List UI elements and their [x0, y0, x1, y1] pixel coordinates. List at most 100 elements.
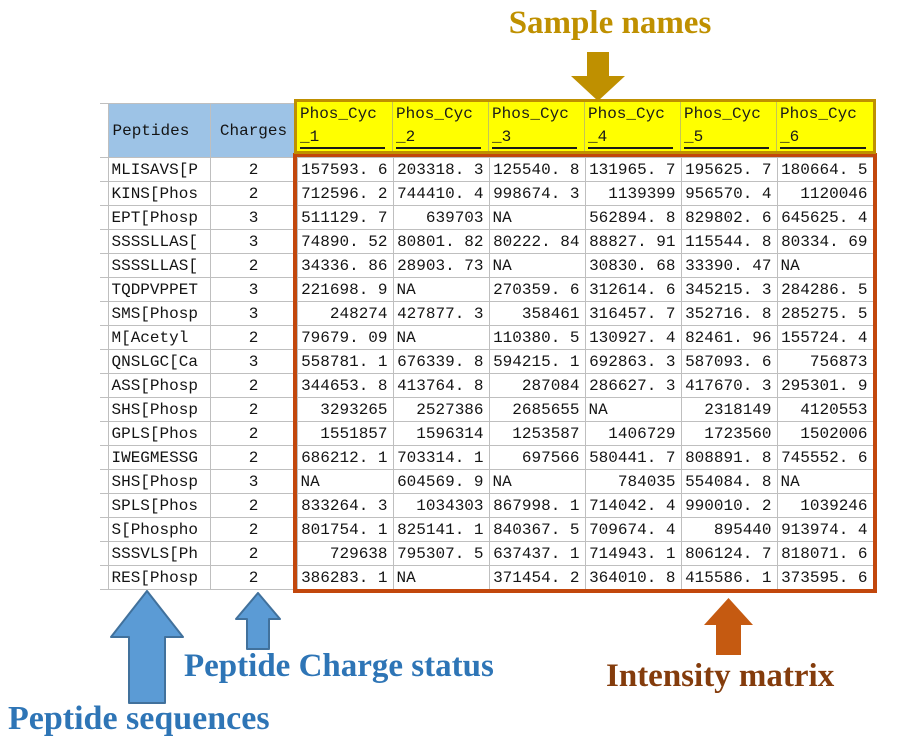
intensity-cell[interactable]: 1406729	[584, 421, 682, 446]
intensity-cell[interactable]: 756873	[776, 349, 874, 374]
intensity-cell[interactable]: 371454. 2	[488, 565, 586, 590]
charge-cell[interactable]: 3	[209, 349, 298, 374]
sample-header-cell[interactable]: Phos_Cyc_1	[297, 102, 393, 151]
intensity-cell[interactable]: 364010. 8	[584, 565, 682, 590]
intensity-cell[interactable]: 180664. 5	[776, 157, 874, 182]
charge-cell[interactable]: 2	[209, 325, 298, 350]
intensity-cell[interactable]: 692863. 3	[584, 349, 682, 374]
intensity-cell[interactable]: 413764. 8	[392, 373, 490, 398]
peptide-cell[interactable]: SSSSLLAS[	[107, 229, 211, 254]
intensity-cell[interactable]: 1139399	[584, 181, 682, 206]
intensity-cell[interactable]: 316457. 7	[584, 301, 682, 326]
intensity-cell[interactable]: 1723560	[680, 421, 778, 446]
intensity-cell[interactable]: 833264. 3	[296, 493, 394, 518]
charge-cell[interactable]: 2	[209, 565, 298, 590]
intensity-cell[interactable]: 808891. 8	[680, 445, 778, 470]
intensity-cell[interactable]: 840367. 5	[488, 517, 586, 542]
intensity-cell[interactable]: NA	[584, 397, 682, 422]
intensity-cell[interactable]: NA	[488, 469, 586, 494]
intensity-cell[interactable]: 511129. 7	[296, 205, 394, 230]
intensity-cell[interactable]: 714042. 4	[584, 493, 682, 518]
charge-cell[interactable]: 3	[209, 277, 298, 302]
intensity-cell[interactable]: 386283. 1	[296, 565, 394, 590]
intensity-cell[interactable]: 80222. 84	[488, 229, 586, 254]
peptide-cell[interactable]: RES[Phosp	[107, 565, 211, 590]
column-header-peptides[interactable]: Peptides	[107, 103, 211, 158]
intensity-cell[interactable]: 806124. 7	[680, 541, 778, 566]
sample-header-cell[interactable]: Phos_Cyc_6	[777, 102, 873, 151]
intensity-cell[interactable]: 2685655	[488, 397, 586, 422]
peptide-cell[interactable]: KINS[Phos	[107, 181, 211, 206]
intensity-cell[interactable]: 82461. 96	[680, 325, 778, 350]
intensity-cell[interactable]: 28903. 73	[392, 253, 490, 278]
charge-cell[interactable]: 2	[209, 445, 298, 470]
intensity-cell[interactable]: NA	[488, 205, 586, 230]
charge-cell[interactable]: 3	[209, 205, 298, 230]
intensity-cell[interactable]: 714943. 1	[584, 541, 682, 566]
intensity-cell[interactable]: NA	[392, 325, 490, 350]
intensity-cell[interactable]: 221698. 9	[296, 277, 394, 302]
intensity-cell[interactable]: 676339. 8	[392, 349, 490, 374]
intensity-cell[interactable]: 829802. 6	[680, 205, 778, 230]
intensity-cell[interactable]: 895440	[680, 517, 778, 542]
charge-cell[interactable]: 3	[209, 301, 298, 326]
intensity-cell[interactable]: NA	[488, 253, 586, 278]
peptide-cell[interactable]: SSSSLLAS[	[107, 253, 211, 278]
intensity-cell[interactable]: 2527386	[392, 397, 490, 422]
intensity-cell[interactable]: 33390. 47	[680, 253, 778, 278]
intensity-cell[interactable]: 131965. 7	[584, 157, 682, 182]
intensity-cell[interactable]: 745552. 6	[776, 445, 874, 470]
intensity-cell[interactable]: 594215. 1	[488, 349, 586, 374]
intensity-cell[interactable]: 295301. 9	[776, 373, 874, 398]
sample-header-cell[interactable]: Phos_Cyc_4	[585, 102, 681, 151]
intensity-cell[interactable]: NA	[776, 253, 874, 278]
charge-cell[interactable]: 2	[209, 181, 298, 206]
intensity-cell[interactable]: NA	[296, 469, 394, 494]
column-header-charges[interactable]: Charges	[209, 103, 298, 158]
peptide-cell[interactable]: SPLS[Phos	[107, 493, 211, 518]
intensity-cell[interactable]: 4120553	[776, 397, 874, 422]
intensity-cell[interactable]: 110380. 5	[488, 325, 586, 350]
intensity-cell[interactable]: 2318149	[680, 397, 778, 422]
intensity-cell[interactable]: 956570. 4	[680, 181, 778, 206]
peptide-cell[interactable]: S[Phospho	[107, 517, 211, 542]
sample-header-cell[interactable]: Phos_Cyc_2	[393, 102, 489, 151]
intensity-cell[interactable]: 795307. 5	[392, 541, 490, 566]
intensity-cell[interactable]: 80801. 82	[392, 229, 490, 254]
charge-cell[interactable]: 2	[209, 421, 298, 446]
intensity-cell[interactable]: 1039246	[776, 493, 874, 518]
intensity-cell[interactable]: 80334. 69	[776, 229, 874, 254]
intensity-cell[interactable]: 1120046	[776, 181, 874, 206]
intensity-cell[interactable]: 286627. 3	[584, 373, 682, 398]
intensity-cell[interactable]: 155724. 4	[776, 325, 874, 350]
intensity-cell[interactable]: 562894. 8	[584, 205, 682, 230]
intensity-cell[interactable]: 703314. 1	[392, 445, 490, 470]
peptide-cell[interactable]: SHS[Phosp	[107, 397, 211, 422]
peptide-cell[interactable]: ASS[Phosp	[107, 373, 211, 398]
intensity-cell[interactable]: 637437. 1	[488, 541, 586, 566]
peptide-cell[interactable]: IWEGMESSG	[107, 445, 211, 470]
intensity-cell[interactable]: 345215. 3	[680, 277, 778, 302]
intensity-cell[interactable]: 712596. 2	[296, 181, 394, 206]
intensity-cell[interactable]: 554084. 8	[680, 469, 778, 494]
charge-cell[interactable]: 2	[209, 493, 298, 518]
intensity-cell[interactable]: 744410. 4	[392, 181, 490, 206]
intensity-cell[interactable]: 580441. 7	[584, 445, 682, 470]
intensity-cell[interactable]: 415586. 1	[680, 565, 778, 590]
intensity-cell[interactable]: 358461	[488, 301, 586, 326]
intensity-cell[interactable]: 3293265	[296, 397, 394, 422]
intensity-cell[interactable]: 1253587	[488, 421, 586, 446]
charge-cell[interactable]: 2	[209, 541, 298, 566]
intensity-cell[interactable]: 729638	[296, 541, 394, 566]
intensity-cell[interactable]: 285275. 5	[776, 301, 874, 326]
intensity-cell[interactable]: 203318. 3	[392, 157, 490, 182]
peptide-cell[interactable]: M[Acetyl	[107, 325, 211, 350]
intensity-cell[interactable]: 157593. 6	[296, 157, 394, 182]
intensity-cell[interactable]: 79679. 09	[296, 325, 394, 350]
intensity-cell[interactable]: 867998. 1	[488, 493, 586, 518]
intensity-cell[interactable]: NA	[392, 277, 490, 302]
charge-cell[interactable]: 3	[209, 229, 298, 254]
peptide-cell[interactable]: SSSVLS[Ph	[107, 541, 211, 566]
intensity-cell[interactable]: 417670. 3	[680, 373, 778, 398]
intensity-cell[interactable]: 604569. 9	[392, 469, 490, 494]
